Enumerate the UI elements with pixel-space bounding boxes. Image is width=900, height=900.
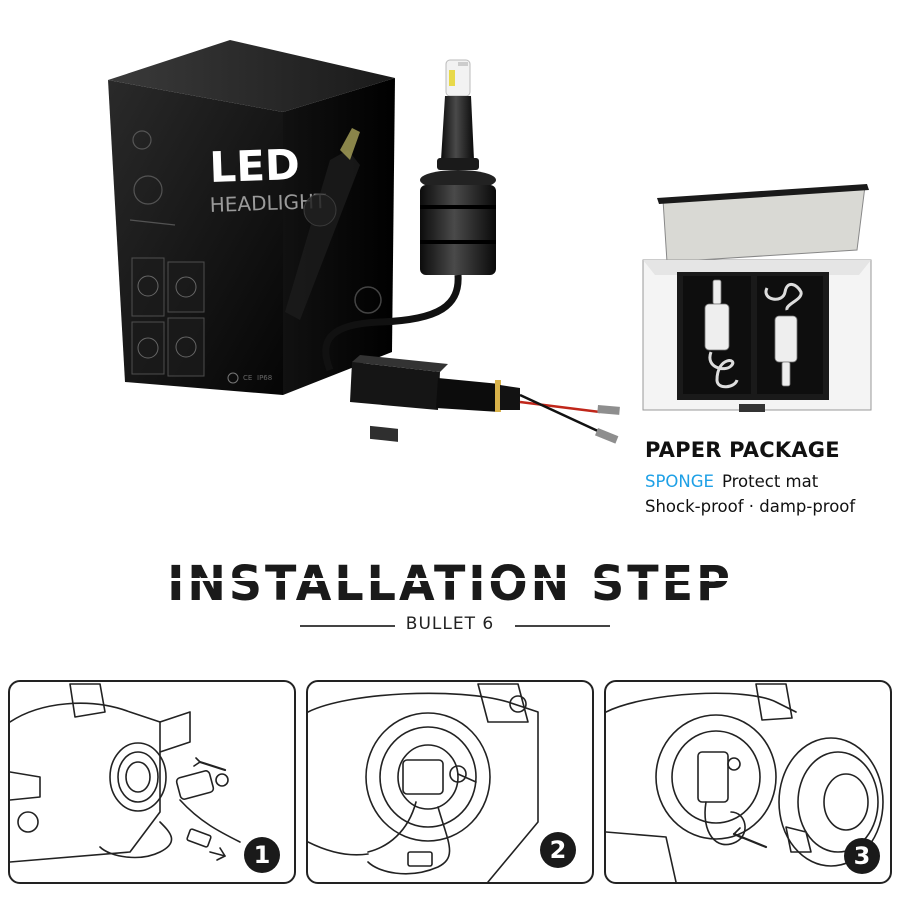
installation-title: INSTALLATION STEP (167, 554, 733, 612)
step-1-illustration (10, 683, 241, 863)
installation-subtitle-row: BULLET 6 (0, 614, 900, 638)
bulb-cable (322, 274, 462, 372)
package-bulb-right (764, 283, 803, 387)
step-2-illustration (308, 683, 539, 882)
step-panel-2: 2 (306, 680, 594, 884)
step-panel-3: 3 (604, 680, 892, 884)
step-3-illustration (606, 683, 884, 882)
package-protect-label: Protect mat (721, 472, 819, 491)
package-line-sponge: SPONGE Protect mat (645, 472, 895, 491)
package-sponge-label: SPONGE (645, 472, 714, 491)
product-illustration: LED HEADLIGHT CE IP68 (108, 40, 620, 444)
svg-text:IP68: IP68 (257, 374, 272, 382)
installation-subtitle: BULLET 6 (405, 614, 495, 634)
bulb-wire-red (519, 400, 601, 414)
step-number-badge: 2 (540, 832, 576, 868)
box-bulb-artwork (285, 128, 360, 320)
package-bulb-left (704, 279, 739, 389)
box-install-panels (131, 257, 205, 377)
bulb-led-tip (445, 59, 471, 97)
package-title: PAPER PACKAGE (645, 438, 840, 462)
bulb-driver (420, 185, 496, 275)
subtitle-line-right (515, 625, 610, 627)
svg-text:CE: CE (243, 374, 252, 382)
box-cert-marks: CE IP68 (227, 372, 272, 384)
subtitle-line-left (300, 625, 395, 627)
step-number-badge: 3 (844, 838, 880, 874)
box-icon-strip (129, 130, 176, 226)
step-number-badge: 1 (244, 837, 280, 873)
bulb-connector (350, 355, 520, 442)
bulb-wire-black (519, 393, 601, 434)
paper-package-illustration (642, 184, 872, 412)
stencil-cut (140, 578, 760, 581)
package-line-proof: Shock-proof · damp-proof (645, 497, 856, 516)
box-led-label: LED (209, 140, 301, 192)
box-side-face (283, 78, 395, 395)
box-emblem (354, 286, 382, 314)
bulb-shaft (441, 96, 474, 160)
step-panel-1: 1 (8, 680, 296, 884)
